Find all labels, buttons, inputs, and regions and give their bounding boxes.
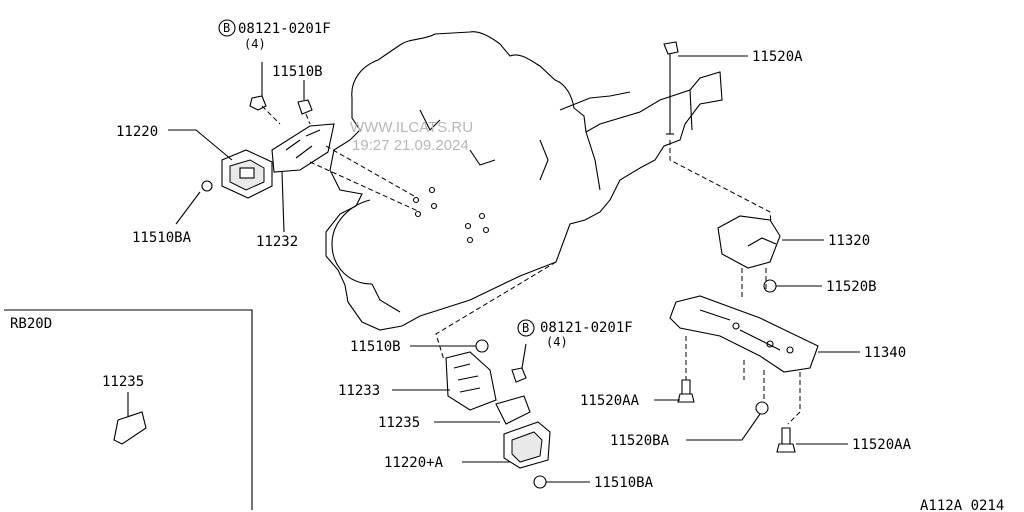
left-engine-mount [201,95,421,213]
label-11520ba: 11520BA [610,433,670,449]
label-08121-mid: 08121-0201F [540,320,633,336]
label-11520aa-left: 11520AA [580,393,640,409]
label-11235: 11235 [378,415,420,431]
watermark-site: WWW.ILCATS.RU [350,119,473,136]
right-transmission-mount [663,41,819,453]
label-11510ba-left: 11510BA [132,230,192,246]
label-qty-mid: (4) [546,335,568,349]
inset-title: RB20D [10,316,52,332]
leader-lines [168,55,860,483]
watermark: WWW.ILCATS.RU 19:27 21.09.2024 [350,119,473,154]
label-11520a: 11520A [752,49,803,65]
label-11520b: 11520B [826,279,877,295]
b-label-mid: B [522,321,529,335]
watermark-timestamp: 19:27 21.09.2024 [352,137,469,154]
b-circle-top [218,19,236,37]
label-11340: 11340 [864,345,906,361]
label-11520aa-right: 11520AA [852,437,912,453]
label-11233: 11233 [338,383,380,399]
b-circle-mid [517,319,535,337]
diagram-code: A112A 0214 [920,498,1004,512]
label-11320: 11320 [828,233,870,249]
lower-engine-mount [435,261,557,489]
label-11510b-mid: 11510B [350,339,401,355]
b-label-top: B [223,21,230,35]
label-11510ba-bottom: 11510BA [594,475,654,491]
label-11220a: 11220+A [384,455,444,471]
label-11510b-top: 11510B [272,64,323,80]
label-11232: 11232 [256,234,298,250]
part-labels: B 08121-0201F (4) 11510B 11220 11510BA 1… [116,19,912,491]
label-08121-top: 08121-0201F [238,21,331,37]
inset-part-label: 11235 [102,374,144,390]
inset-bracket [113,411,147,445]
label-11220: 11220 [116,124,158,140]
rb20d-inset: RB20D 11235 [4,309,253,510]
engine-transmission-outline [325,31,723,331]
label-qty-top: (4) [244,37,266,51]
